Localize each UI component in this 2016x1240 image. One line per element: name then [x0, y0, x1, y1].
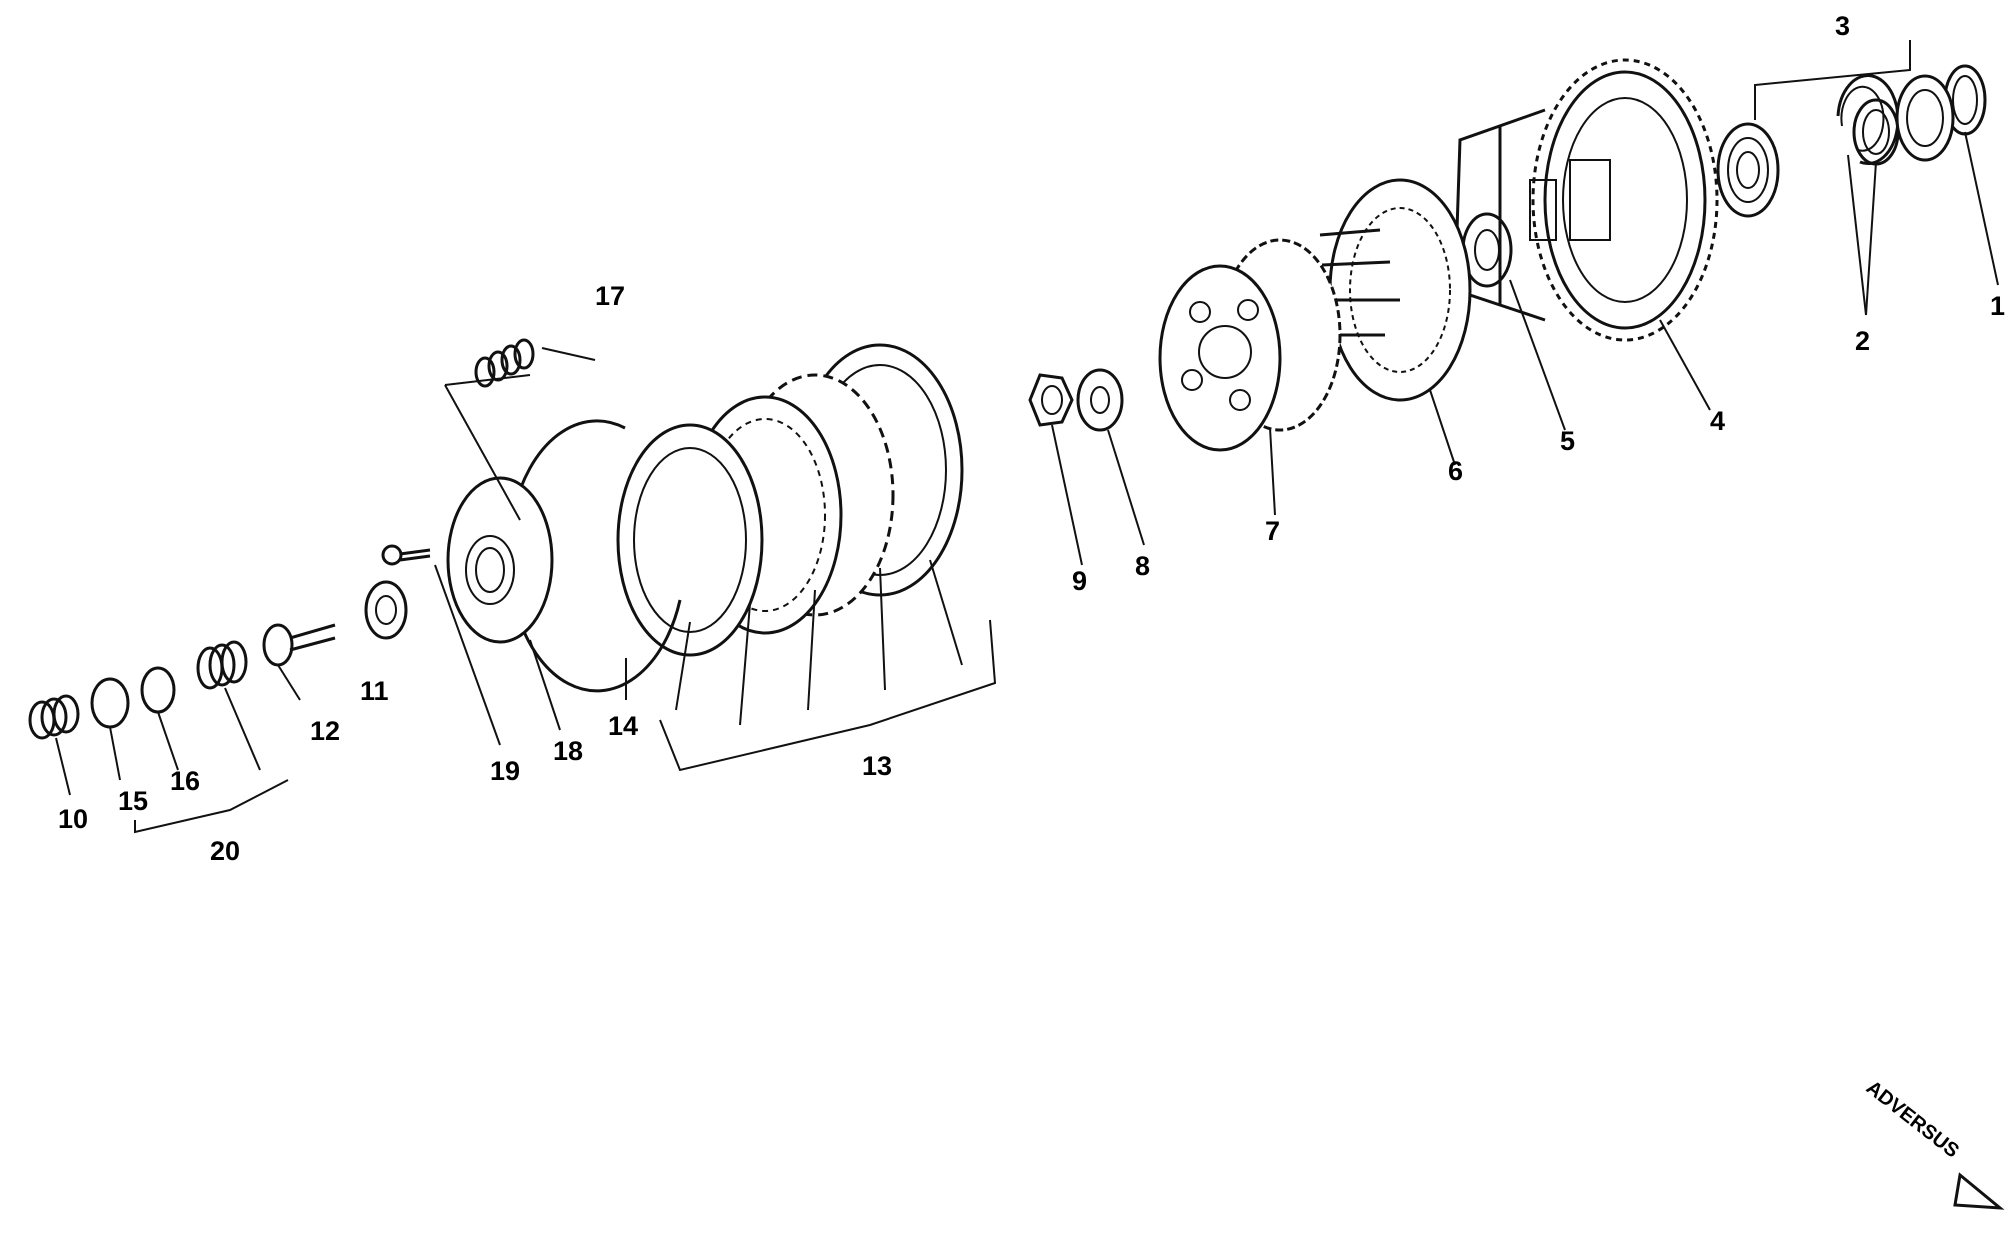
callout-15: 15 — [118, 786, 148, 816]
part-11-bearing — [364, 580, 408, 640]
callout-2: 2 — [1855, 326, 1870, 356]
part-2-snap-rings — [1836, 74, 1900, 166]
callout-17: 17 — [595, 281, 625, 311]
part-13-disc-stack — [616, 343, 964, 657]
part-20-assembly — [28, 640, 248, 740]
callout-labels: 1 2 3 4 5 6 7 8 9 10 11 12 13 14 15 16 1… — [58, 11, 2005, 866]
part-18-spring-plate — [446, 476, 554, 644]
part-19-bolt — [381, 544, 431, 566]
callout-18: 18 — [553, 736, 583, 766]
callout-3: 3 — [1835, 11, 1850, 41]
callout-5: 5 — [1560, 426, 1575, 456]
callout-20: 20 — [210, 836, 240, 866]
callout-6: 6 — [1448, 456, 1463, 486]
part-8-washer — [1076, 368, 1124, 432]
callout-11: 11 — [360, 676, 389, 706]
callout-8: 8 — [1135, 551, 1150, 581]
part-4-clutch-basket — [1453, 58, 1719, 342]
part-6-pressure-plate — [1319, 178, 1472, 402]
callout-7: 7 — [1265, 516, 1280, 546]
callout-19: 19 — [490, 756, 520, 786]
callout-12: 12 — [310, 716, 340, 746]
callout-16: 16 — [170, 766, 200, 796]
callout-14: 14 — [608, 711, 638, 741]
callout-1: 1 — [1990, 291, 2005, 321]
callout-10: 10 — [58, 804, 88, 834]
part-17-spring — [474, 338, 535, 388]
part-12-pushrod — [262, 623, 336, 667]
part-9-nut — [1028, 373, 1074, 427]
logo-text: ADVERSUS — [1862, 1077, 1963, 1163]
callout-13: 13 — [862, 751, 892, 781]
callout-9: 9 — [1072, 566, 1087, 596]
callout-4: 4 — [1710, 406, 1725, 436]
leader-lines — [55, 40, 1999, 834]
logo-arrow-icon — [1953, 1172, 2005, 1210]
part-3-bearings — [1716, 74, 1955, 218]
adversus-logo: ADVERSUS — [1862, 1077, 2005, 1210]
part-7-clutch-hub — [1158, 238, 1342, 452]
